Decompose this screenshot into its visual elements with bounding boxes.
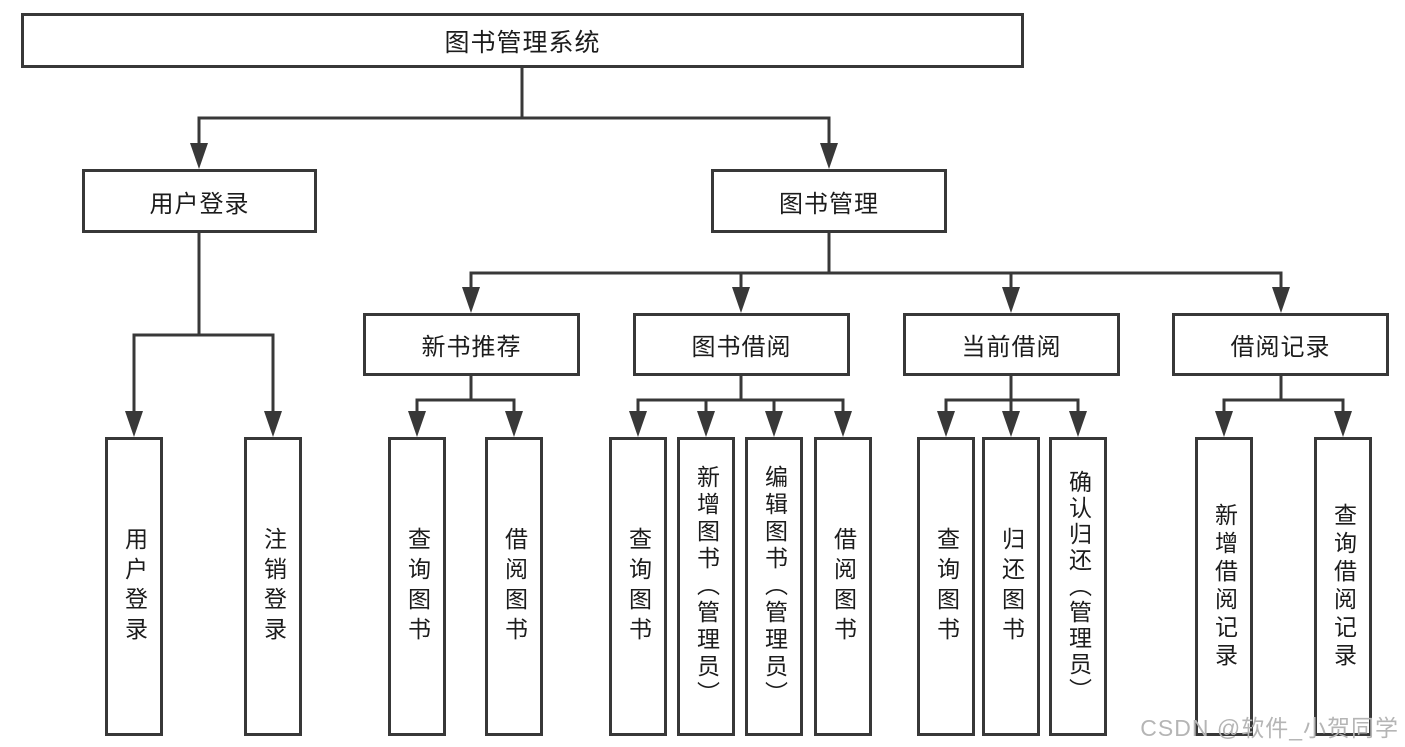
leaf-borrow-query-books: 查询图书 xyxy=(609,437,667,736)
leaf-newbook-query-books: 查询图书 xyxy=(388,437,446,736)
node-book-management: 图书管理 xyxy=(711,169,947,233)
leaf-current-confirm-return-admin: 确认归还（管理员） xyxy=(1049,437,1107,736)
arrowheads xyxy=(125,143,1352,437)
node-current-borrowing: 当前借阅 xyxy=(903,313,1120,376)
leaf-borrow-add-books-admin: 新增图书（管理员） xyxy=(677,437,735,736)
leaf-records-query-record: 查询借阅记录 xyxy=(1314,437,1372,736)
node-user-login: 用户登录 xyxy=(82,169,317,233)
node-book-borrowing: 图书借阅 xyxy=(633,313,850,376)
leaf-current-return-books: 归还图书 xyxy=(982,437,1040,736)
leaf-borrow-borrow-books: 借阅图书 xyxy=(814,437,872,736)
leaf-user-login: 用户登录 xyxy=(105,437,163,736)
leaf-records-add-record: 新增借阅记录 xyxy=(1195,437,1253,736)
node-borrowing-records: 借阅记录 xyxy=(1172,313,1389,376)
leaf-logout: 注销登录 xyxy=(244,437,302,736)
leaf-current-query-books: 查询图书 xyxy=(917,437,975,736)
node-root: 图书管理系统 xyxy=(21,13,1024,68)
csdn-watermark: CSDN @软件_小贺同学 xyxy=(1140,715,1399,741)
node-new-book-recommend: 新书推荐 xyxy=(363,313,580,376)
leaf-newbook-borrow-books: 借阅图书 xyxy=(485,437,543,736)
leaf-borrow-edit-books-admin: 编辑图书（管理员） xyxy=(745,437,803,736)
